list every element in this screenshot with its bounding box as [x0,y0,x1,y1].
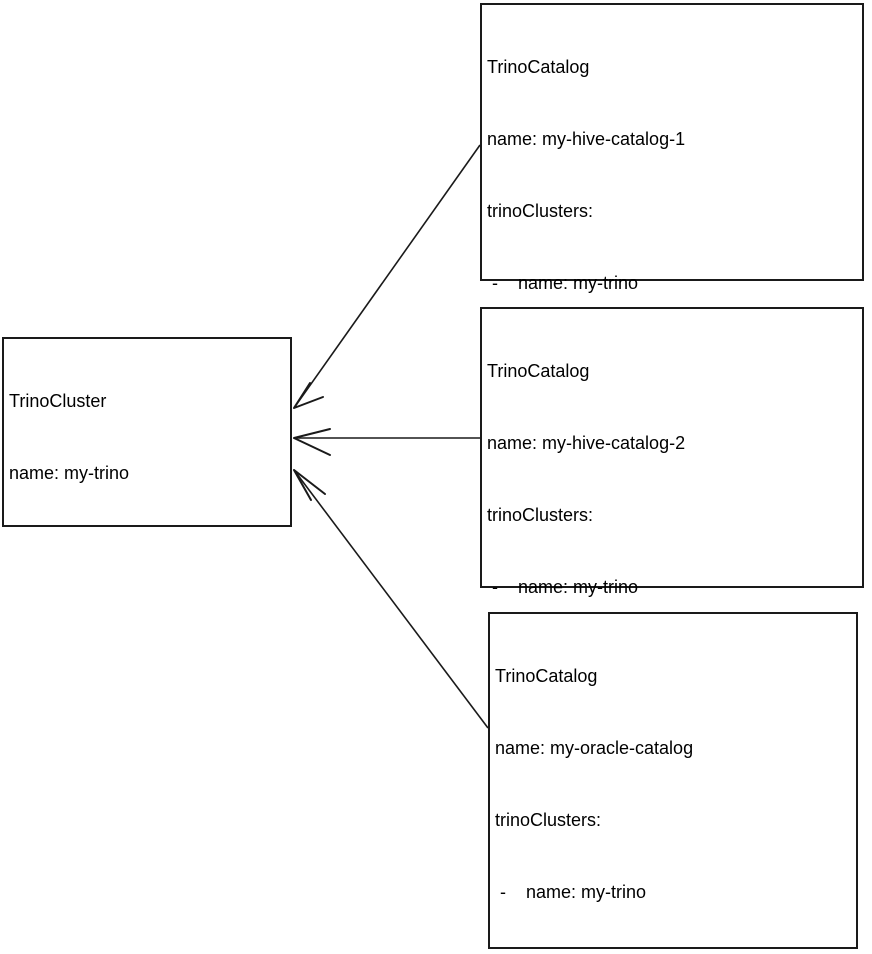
node-trino-cluster[interactable]: TrinoCluster name: my-trino [2,337,292,527]
node-line: TrinoCluster [9,391,107,411]
node-line: name: my-hive-catalog-1 [487,129,686,149]
edge-catalog-1-to-cluster [293,144,481,409]
node-trino-catalog-hive-1[interactable]: TrinoCatalog name: my-hive-catalog-1 tri… [480,3,864,653]
node-line: - name: my-trino [487,577,639,597]
node-trino-catalog-hive-2[interactable]: TrinoCatalog name: my-hive-catalog-2 tri… [480,307,864,885]
node-line: TrinoCatalog [487,361,590,381]
node-line: name: my-hive-catalog-2 [487,433,686,453]
node-line: TrinoCatalog [487,57,590,77]
node-line: - name: my-trino [487,273,639,293]
node-line: name: my-trino [9,463,130,483]
edge-catalog-2-to-cluster [293,428,480,456]
edge-catalog-3-to-cluster [293,469,489,729]
node-line: - name: my-trino [495,882,647,902]
node-line: trinoClusters: [487,201,594,221]
node-line: trinoClusters: [495,810,602,830]
node-trino-catalog-oracle[interactable]: TrinoCatalog name: my-oracle-catalog tri… [488,612,858,949]
node-trino-cluster-text: TrinoCluster name: my-trino [9,341,286,533]
node-line: TrinoCatalog [495,666,598,686]
node-line: trinoClusters: [487,505,594,525]
node-trino-catalog-oracle-text: TrinoCatalog name: my-oracle-catalog tri… [495,616,852,954]
node-line: name: my-oracle-catalog [495,738,694,758]
